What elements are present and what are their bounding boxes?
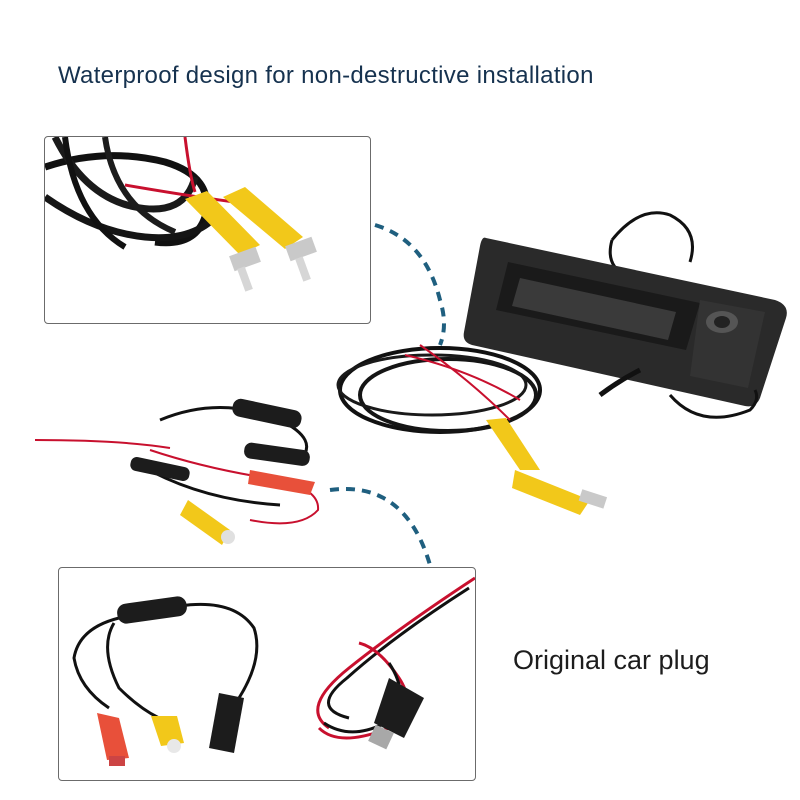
rca-cable-icon bbox=[336, 344, 608, 515]
headline: Waterproof design for non-destructive in… bbox=[58, 62, 594, 89]
rca-cable-panel bbox=[44, 136, 371, 324]
dc-power-plug-icon bbox=[316, 576, 475, 750]
adapter-cable-icon bbox=[72, 596, 259, 766]
original-plug-photo bbox=[72, 576, 475, 766]
dashed-connector-bottom bbox=[329, 487, 432, 566]
original-plug-panel bbox=[58, 567, 476, 781]
adapter-cable-icon bbox=[34, 398, 320, 545]
caption: Original car plug bbox=[513, 645, 710, 675]
camera-handle-icon bbox=[463, 211, 787, 419]
rca-cable-photo bbox=[45, 137, 317, 292]
dashed-connector-top bbox=[374, 223, 446, 346]
rca-cable-icon bbox=[45, 137, 317, 292]
